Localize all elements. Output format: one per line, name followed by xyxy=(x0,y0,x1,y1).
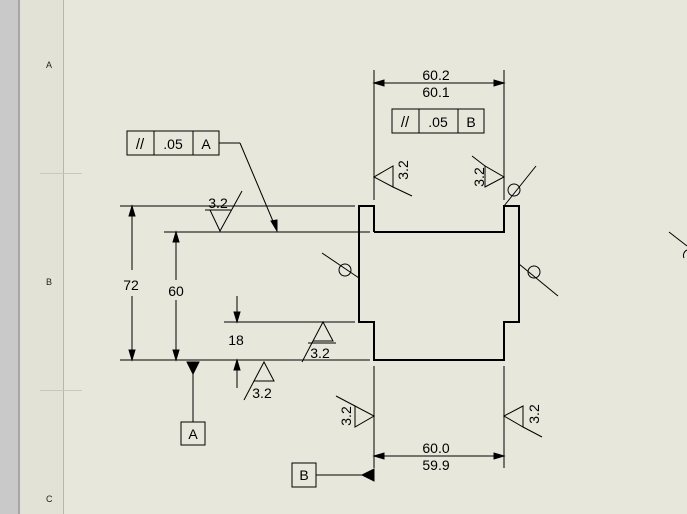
fcf-b-tolerance: .05 xyxy=(428,114,448,130)
dimension-72-label: 72 xyxy=(123,277,139,293)
sheet-zone-border xyxy=(20,0,64,514)
dimension-18 xyxy=(233,296,241,388)
machining-symbol xyxy=(503,165,537,207)
surface-finish-value: 3.2 xyxy=(395,160,411,180)
fcf-b-symbol: // xyxy=(401,114,410,131)
surface-finish-symbol xyxy=(205,190,243,233)
dimension-18-label: 18 xyxy=(228,332,244,348)
fcf-a-tolerance: .05 xyxy=(163,136,183,152)
datum-b-symbol xyxy=(291,462,375,488)
dimension-72 xyxy=(128,204,136,362)
surface-finish-symbol xyxy=(335,395,376,428)
zone-divider xyxy=(40,390,82,391)
surface-finish-symbol xyxy=(243,360,275,401)
dimension-top-width xyxy=(372,79,506,87)
dimension-top-upper: 60.2 xyxy=(422,67,449,83)
datum-a-symbol xyxy=(180,361,206,446)
extension-lines xyxy=(120,70,505,468)
surface-finish-value: 3.2 xyxy=(252,385,272,401)
part-outline xyxy=(358,205,520,361)
zone-letter-c: C xyxy=(46,494,53,504)
zone-divider xyxy=(40,173,82,174)
surface-finish-value: 3.2 xyxy=(526,404,542,424)
dimension-bottom-lower: 59.9 xyxy=(422,457,449,473)
surface-finish-value: 3.2 xyxy=(338,406,354,426)
feature-control-frame-b xyxy=(391,108,485,134)
fcf-b-datum: B xyxy=(466,114,475,130)
zone-letter-b: B xyxy=(46,277,53,287)
surface-finish-symbol xyxy=(372,165,413,197)
datum-b-label: B xyxy=(299,467,308,483)
surface-finish-symbol xyxy=(301,320,336,363)
machining-symbol xyxy=(321,252,360,279)
surface-finish-value: 3.2 xyxy=(471,167,487,187)
dimension-bottom-upper: 60.0 xyxy=(422,440,449,456)
partial-view-fragment xyxy=(668,231,687,259)
machining-symbol xyxy=(518,263,559,297)
fcf-a-datum: A xyxy=(201,136,211,152)
surface-finish-value: 3.2 xyxy=(310,345,330,361)
dimension-top-lower: 60.1 xyxy=(422,84,449,100)
surface-finish-symbol xyxy=(471,155,506,188)
dimension-60 xyxy=(172,230,180,362)
zone-letter-a: A xyxy=(46,60,53,70)
dimension-60-label: 60 xyxy=(168,283,184,299)
feature-control-frame-a xyxy=(126,130,278,233)
surface-finish-symbol xyxy=(502,405,543,438)
dimension-bottom-width xyxy=(372,452,506,460)
sheet-left-panel-edge xyxy=(18,0,20,514)
fcf-a-symbol: // xyxy=(136,136,145,153)
surface-finish-value: 3.2 xyxy=(208,195,228,211)
datum-a-label: A xyxy=(188,426,198,442)
